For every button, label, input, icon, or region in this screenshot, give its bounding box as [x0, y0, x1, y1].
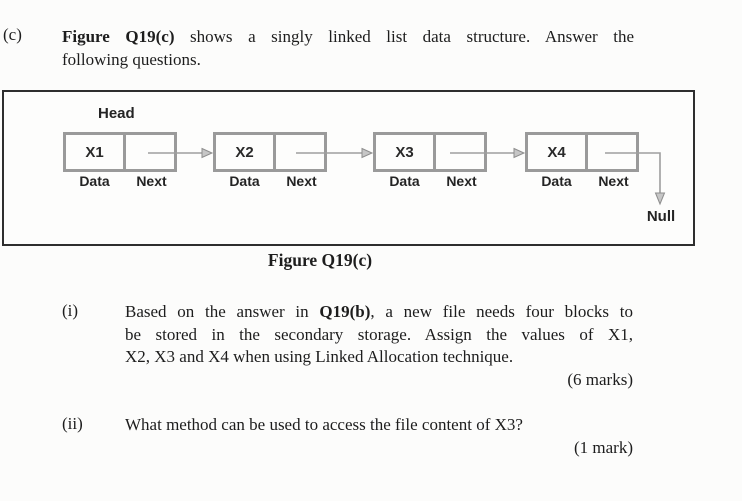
list-node-x3: X3 Data Next	[373, 132, 487, 189]
node-cells: X1	[63, 132, 177, 172]
data-label: Data	[541, 173, 572, 189]
subquestion-i-text: Based on the answer in Q19(b), a new fil…	[125, 301, 633, 391]
subquestion-ii-label: (ii)	[62, 414, 83, 433]
data-label: Data	[79, 173, 110, 189]
node-next-cell	[585, 132, 639, 172]
data-label: Data	[389, 173, 420, 189]
next-label: Next	[286, 173, 317, 189]
question-c-label: (c)	[3, 25, 22, 44]
node-next-cell	[123, 132, 177, 172]
node-labels: Data Next	[63, 173, 177, 189]
linked-list-diagram: Head X1 Data Next X2 Data Next X3	[2, 90, 695, 246]
node-labels: Data Next	[373, 173, 487, 189]
figure-caption: Figure Q19(c)	[267, 250, 373, 270]
next-label: Next	[446, 173, 477, 189]
subq-ii-marks: (1 mark)	[573, 437, 633, 457]
node-value: X3	[395, 143, 414, 161]
intro-line-2: following questions.	[62, 50, 201, 69]
arrow-x1-to-x2	[148, 147, 214, 159]
list-node-x2: X2 Data Next	[213, 132, 327, 189]
q19b-ref: Q19(b)	[319, 302, 371, 321]
list-node-x4: X4 Data Next	[525, 132, 639, 189]
node-cells: X2	[213, 132, 327, 172]
node-value: X2	[235, 143, 254, 161]
arrow-x2-to-x3	[296, 147, 374, 159]
subq-i-line-2: be stored in the secondary storage. Assi…	[125, 324, 633, 344]
subquestion-i-label: (i)	[62, 301, 79, 320]
node-cells: X4	[525, 132, 639, 172]
node-value: X4	[547, 143, 566, 161]
node-value: X1	[85, 143, 104, 161]
null-terminator-label: Null	[646, 208, 676, 225]
node-labels: Data Next	[213, 173, 327, 189]
subq-i-line-1: Based on the answer in Q19(b), a new fil…	[125, 302, 633, 321]
node-data-cell: X2	[213, 132, 276, 172]
intro-figure-ref: Figure Q19(c)	[62, 27, 175, 46]
data-label: Data	[229, 173, 260, 189]
subq-i-line-3: X2, X3 and X4 when using Linked Allocati…	[125, 347, 514, 366]
subq-i-marks: (6 marks)	[567, 369, 633, 389]
node-cells: X3	[373, 132, 487, 172]
subquestion-ii-text: What method can be used to access the fi…	[125, 414, 633, 459]
head-pointer-label: Head	[98, 105, 135, 122]
node-next-cell	[273, 132, 327, 172]
arrow-x4-to-null	[605, 152, 666, 206]
arrow-x3-to-x4	[450, 147, 526, 159]
pointer-arrows	[148, 147, 666, 206]
next-label: Next	[136, 173, 167, 189]
node-labels: Data Next	[525, 173, 639, 189]
subq-ii-line-1: What method can be used to access the fi…	[125, 415, 523, 434]
next-label: Next	[598, 173, 629, 189]
node-data-cell: X4	[525, 132, 588, 172]
intro-line-1: Figure Q19(c) shows a singly linked list…	[62, 27, 635, 46]
list-node-x1: X1 Data Next	[63, 132, 177, 189]
question-c-intro: Figure Q19(c) shows a singly linked list…	[62, 25, 634, 71]
node-next-cell	[433, 132, 487, 172]
